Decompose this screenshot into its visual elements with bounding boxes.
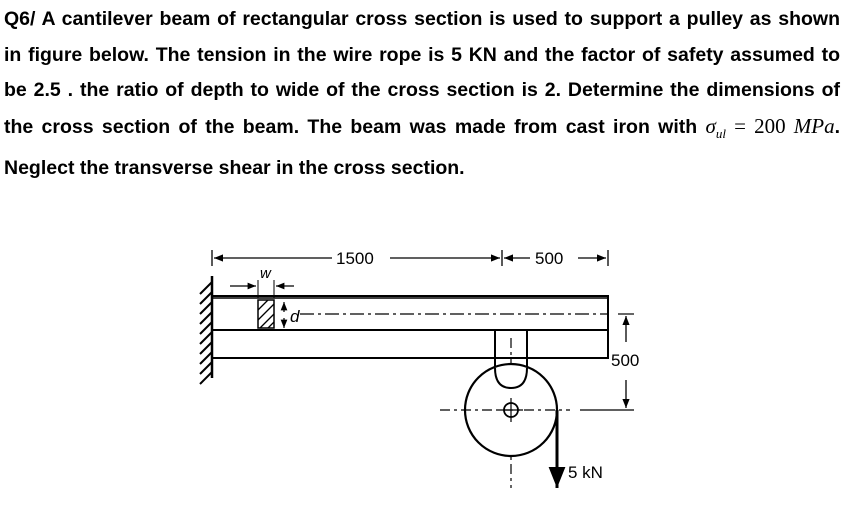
depth-dimension: d	[280, 302, 300, 328]
ultimate-stress-formula: σul = 200 MPa	[705, 113, 835, 141]
cantilever-pulley-figure: 1500 500 w d	[190, 238, 670, 500]
sigma-symbol: σ	[705, 113, 716, 138]
dim-length-1500: 1500	[336, 249, 374, 268]
dim-width-label: w	[260, 265, 272, 282]
vertical-dimension: 500	[580, 313, 639, 411]
cross-section	[257, 299, 275, 329]
sigma-subscript: ul	[715, 125, 726, 141]
problem-text-part2: . Neglect the transverse shear in the cr…	[4, 115, 841, 180]
top-dimension: 1500 500	[211, 249, 609, 268]
fixed-support-wall	[199, 276, 214, 385]
wire-rope-load: 5 kN	[548, 410, 603, 488]
problem-text-part1: Q6/ A cantilever beam of rectangular cro…	[4, 8, 840, 138]
beam	[211, 295, 609, 359]
figure-drawing: 1500 500 w d	[199, 249, 639, 488]
dim-length-500: 500	[535, 249, 563, 268]
width-dimension: w	[230, 265, 294, 298]
stress-unit: MPa	[793, 113, 835, 138]
dim-depth-label: d	[290, 307, 300, 326]
equals-sign: =	[734, 113, 746, 138]
pulley	[440, 362, 570, 458]
problem-statement: Q6/ A cantilever beam of rectangular cro…	[4, 2, 840, 187]
load-label: 5 kN	[568, 463, 603, 482]
stress-value: 200	[754, 113, 786, 138]
dim-vertical-500: 500	[611, 351, 639, 370]
